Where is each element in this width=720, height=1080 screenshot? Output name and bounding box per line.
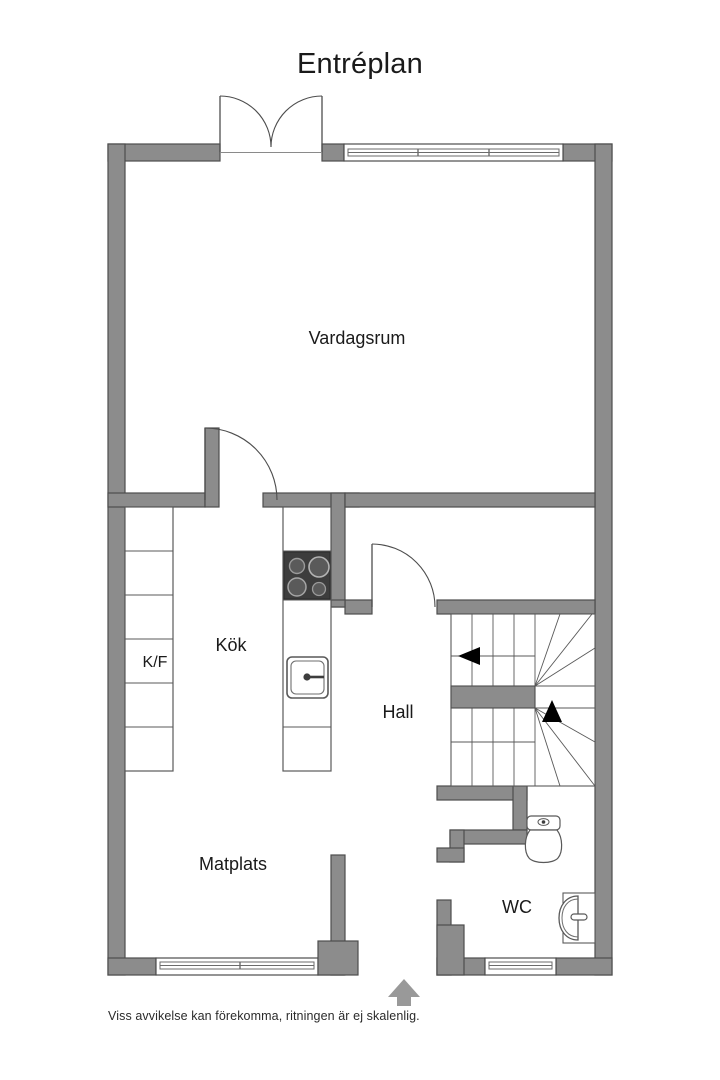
room-label-vardagsrum: Vardagsrum (309, 328, 406, 348)
cabinet-run (124, 506, 174, 772)
room-label-kf: K/F (143, 654, 168, 671)
entry-arrow (388, 979, 420, 1006)
room-labels: Vardagsrum Kök K/F Hall Matplats WC (143, 328, 532, 917)
window-top (343, 143, 564, 162)
wash-basin (558, 892, 596, 944)
stair-arrow-up (542, 700, 562, 722)
page-title: Entréplan (297, 48, 423, 80)
toilet (524, 815, 563, 864)
hall-door (371, 543, 436, 608)
kitchen-counter (282, 506, 332, 772)
room-label-wc: WC (502, 897, 532, 917)
window-wc (484, 957, 557, 976)
cooktop (283, 551, 331, 600)
interior-walls (107, 427, 596, 976)
staircase (450, 613, 596, 787)
kitchen-door (204, 427, 278, 501)
room-label-kok: Kök (215, 635, 247, 655)
stair-arrow-down (458, 647, 480, 665)
room-label-hall: Hall (382, 702, 413, 722)
window-bottom-left (155, 957, 319, 976)
room-label-matplats: Matplats (199, 854, 267, 874)
double-door-top (219, 95, 323, 161)
kitchen-sink (286, 656, 329, 699)
disclaimer-text: Viss avvikelse kan förekomma, ritningen … (108, 1009, 420, 1023)
